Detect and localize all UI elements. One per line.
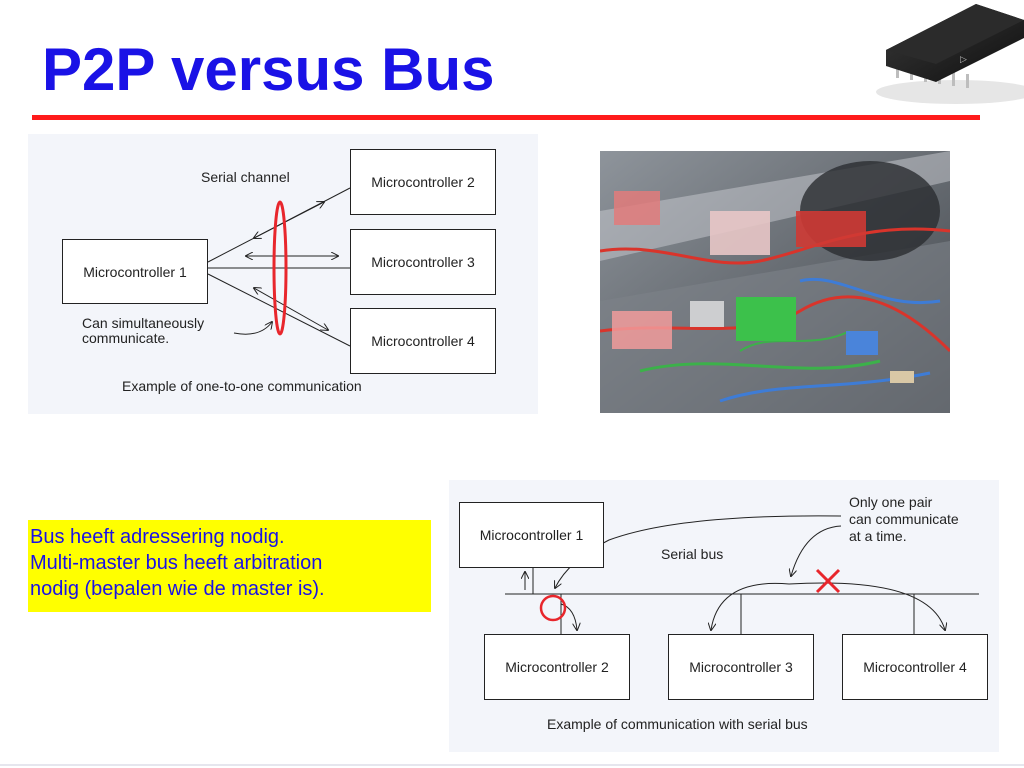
box-label: Microcontroller 2 [371, 174, 475, 190]
title-underline [32, 115, 980, 120]
footer-rule [0, 764, 1024, 766]
svg-text:▷: ▷ [960, 55, 967, 65]
bus-caption: Example of communication with serial bus [547, 716, 808, 732]
bus-diagram: Microcontroller 1 Serial bus Only one pa… [449, 480, 999, 752]
note-line-1: Bus heeft adressering nodig. [30, 526, 285, 548]
box-label: Microcontroller 2 [505, 659, 609, 675]
only-one-pair-note-line2: can communicate [849, 511, 959, 527]
p2p-microcontroller-4: Microcontroller 4 [350, 308, 496, 374]
note-line-3: nodig (bepalen wie de master is). [30, 578, 325, 600]
simultaneous-note-line1: Can simultaneously [82, 315, 205, 331]
bus-microcontroller-3: Microcontroller 3 [668, 634, 814, 700]
serial-channel-label: Serial channel [201, 169, 290, 185]
car-network-image [600, 151, 950, 413]
p2p-microcontroller-2: Microcontroller 2 [350, 149, 496, 215]
bus-microcontroller-4: Microcontroller 4 [842, 634, 988, 700]
box-label: Microcontroller 1 [83, 263, 187, 280]
p2p-diagram: Serial channel Microcontroller 2 Microco… [28, 134, 538, 414]
box-label: Microcontroller 3 [689, 659, 793, 675]
p2p-microcontroller-3: Microcontroller 3 [350, 229, 496, 295]
p2p-connections [207, 187, 351, 347]
only-one-pair-note-line1: Only one pair [849, 494, 933, 510]
box-label: Microcontroller 4 [863, 659, 967, 675]
bus-requirements-note: Bus heeft adressering nodig. Multi-maste… [28, 520, 431, 612]
slide-title: P2P versus Bus [42, 36, 495, 103]
serial-bus-label: Serial bus [661, 546, 724, 562]
bus-microcontroller-2: Microcontroller 2 [484, 634, 630, 700]
note-line-2: Multi-master bus heeft arbitration [30, 552, 323, 574]
box-label: Microcontroller 4 [371, 333, 475, 349]
box-label: Microcontroller 3 [371, 254, 475, 270]
box-label: Microcontroller 1 [479, 527, 584, 543]
p2p-caption: Example of one-to-one communication [122, 378, 362, 394]
bus-microcontroller-1: Microcontroller 1 [459, 502, 604, 568]
ic-chip-image: ▷ [856, 0, 1024, 110]
simultaneous-note-line2: communicate. [82, 330, 170, 346]
only-one-pair-note-line3: at a time. [849, 528, 907, 544]
p2p-microcontroller-1: Microcontroller 1 [62, 239, 208, 304]
